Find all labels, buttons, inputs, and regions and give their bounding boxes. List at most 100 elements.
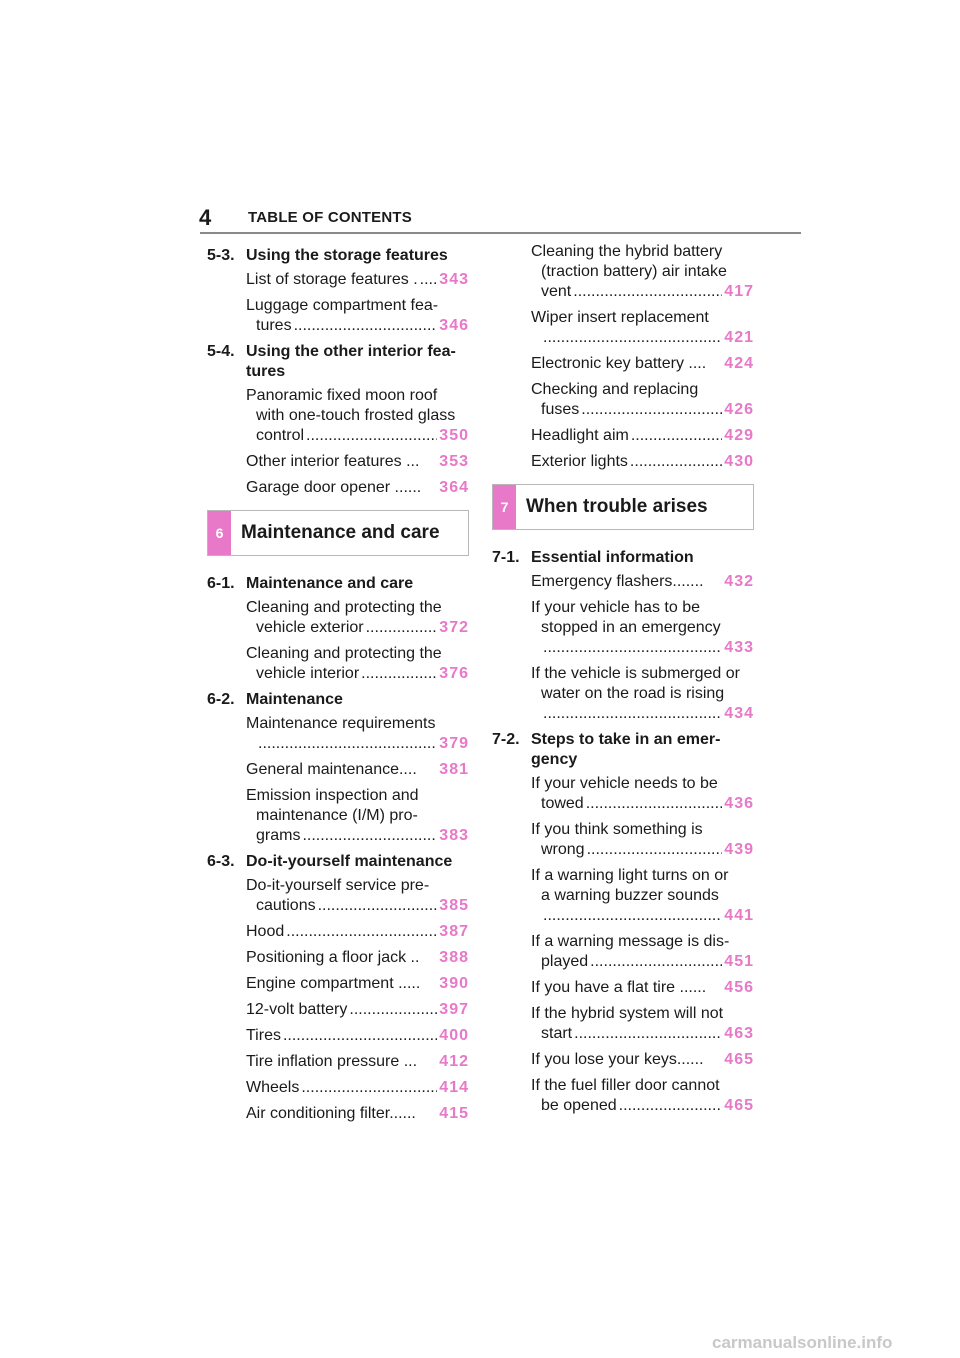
toc-entry[interactable]: Tires 400 [207, 1026, 469, 1046]
entry-label: towed [541, 795, 584, 812]
entry-line: Do-it-yourself service pre- [246, 877, 430, 894]
entry-label: 12-volt battery [246, 1001, 348, 1018]
toc-entry[interactable]: If your vehicle needs to be towed 436 [492, 774, 754, 814]
toc-entry[interactable]: Garage door opener ......364 [207, 478, 469, 498]
entry-line: If your vehicle has to be [531, 599, 700, 616]
entry-label: Electronic key battery .... [531, 355, 707, 372]
page-link[interactable]: 433 [724, 639, 754, 656]
page-link[interactable]: 424 [724, 355, 754, 372]
page-link[interactable]: 387 [439, 923, 469, 940]
page-link[interactable]: 353 [439, 453, 469, 470]
page-link[interactable]: 415 [439, 1105, 469, 1122]
page-link[interactable]: 451 [724, 953, 754, 970]
toc-entry[interactable]: Maintenance requirements 379 [207, 714, 469, 754]
page-link[interactable]: 441 [724, 907, 754, 924]
section-title-cont: tures [246, 363, 286, 380]
toc-entry[interactable]: Cleaning and protecting the vehicle exte… [207, 598, 469, 638]
page-link[interactable]: 417 [724, 283, 754, 300]
toc-entry[interactable]: Do-it-yourself service pre- cautions385 [207, 876, 469, 916]
entry-line: If your vehicle needs to be [531, 775, 718, 792]
entry-label: Tires [246, 1027, 281, 1044]
toc-entry[interactable]: Panoramic fixed moon roof with one-touch… [207, 386, 469, 446]
page-link[interactable]: 465 [724, 1097, 754, 1114]
page-link[interactable]: 383 [439, 827, 469, 844]
toc-entry[interactable]: If your vehicle has to be stopped in an … [492, 598, 754, 658]
section-title: Essential information [531, 549, 694, 566]
page-link[interactable]: 432 [724, 573, 754, 590]
page-link[interactable]: 426 [724, 401, 754, 418]
header-rule [200, 232, 801, 234]
toc-entry[interactable]: Emission inspection and maintenance (I/M… [207, 786, 469, 846]
page-link[interactable]: 364 [439, 479, 469, 496]
toc-entry[interactable]: Luggage compartment fea- tures346 [207, 296, 469, 336]
toc-entry[interactable]: Air conditioning filter......415 [207, 1104, 469, 1124]
toc-entry[interactable]: If a warning light turns on or a warning… [492, 866, 754, 926]
entry-line: If a warning light turns on or [531, 867, 729, 884]
chapter-6-box[interactable]: 6 Maintenance and care [207, 510, 469, 556]
page-link[interactable]: 412 [439, 1053, 469, 1070]
section-title: Using the other interior fea- [246, 343, 456, 360]
toc-entry[interactable]: Wiper insert replacement 421 [492, 308, 754, 348]
entry-line: Checking and replacing [531, 381, 699, 398]
page-link[interactable]: 350 [439, 427, 469, 444]
toc-entry[interactable]: Wheels 414 [207, 1078, 469, 1098]
page-link[interactable]: 414 [439, 1079, 469, 1096]
page-link[interactable]: 379 [439, 735, 469, 752]
toc-entry[interactable]: Engine compartment ..... 390 [207, 974, 469, 994]
toc-entry[interactable]: Checking and replacing fuses426 [492, 380, 754, 420]
page-link[interactable]: 376 [439, 665, 469, 682]
toc-entry[interactable]: Hood 387 [207, 922, 469, 942]
toc-entry[interactable]: Emergency flashers.......432 [492, 572, 754, 592]
page-link[interactable]: 456 [724, 979, 754, 996]
page-link[interactable]: 343 [439, 271, 469, 288]
chapter-title: Maintenance and care [241, 522, 440, 543]
toc-entry[interactable]: If you think something is wrong439 [492, 820, 754, 860]
page-link[interactable]: 429 [724, 427, 754, 444]
entry-label: General maintenance.... [246, 761, 417, 778]
toc-entry[interactable]: General maintenance.... 381 [207, 760, 469, 780]
toc-entry[interactable]: List of storage features .343 [207, 270, 469, 290]
toc-entry[interactable]: Cleaning and protecting the vehicle inte… [207, 644, 469, 684]
toc-entry[interactable]: If a warning message is dis- played451 [492, 932, 754, 972]
toc-entry[interactable]: Tire inflation pressure ...412 [207, 1052, 469, 1072]
section-number: 5-4. [207, 343, 235, 360]
entry-line: with one-touch frosted glass [256, 407, 456, 424]
page-link[interactable]: 465 [724, 1051, 754, 1068]
section-heading-6-2: 6-2. Maintenance [207, 690, 469, 710]
page-header-title: TABLE OF CONTENTS [248, 209, 412, 226]
toc-entry[interactable]: If the fuel filler door cannot be opened… [492, 1076, 754, 1116]
section-title: Steps to take in an emer- [531, 731, 721, 748]
page-link[interactable]: 381 [439, 761, 469, 778]
entry-label: Engine compartment ..... [246, 975, 421, 992]
entry-label: Hood [246, 923, 285, 940]
page-link[interactable]: 400 [439, 1027, 469, 1044]
toc-entry[interactable]: If the vehicle is submerged or water on … [492, 664, 754, 724]
entry-label: control [256, 427, 305, 444]
page-link[interactable]: 388 [439, 949, 469, 966]
section-heading-6-1: 6-1. Maintenance and care [207, 574, 469, 594]
entry-label: Wheels [246, 1079, 300, 1096]
toc-entry[interactable]: Headlight aim429 [492, 426, 754, 446]
toc-entry[interactable]: Cleaning the hybrid battery (traction ba… [492, 242, 754, 302]
toc-entry[interactable]: Positioning a floor jack ..388 [207, 948, 469, 968]
page-link[interactable]: 434 [724, 705, 754, 722]
page-link[interactable]: 390 [439, 975, 469, 992]
chapter-7-box[interactable]: 7 When trouble arises [492, 484, 754, 530]
page-link[interactable]: 439 [724, 841, 754, 858]
toc-entry[interactable]: If you have a flat tire ......456 [492, 978, 754, 998]
page-link[interactable]: 385 [439, 897, 469, 914]
toc-entry[interactable]: If the hybrid system will not start463 [492, 1004, 754, 1044]
page-link[interactable]: 463 [724, 1025, 754, 1042]
page-link[interactable]: 397 [439, 1001, 469, 1018]
entry-line: Wiper insert replacement [531, 309, 709, 326]
page-link[interactable]: 346 [439, 317, 469, 334]
page-link[interactable]: 421 [724, 329, 754, 346]
page-link[interactable]: 372 [439, 619, 469, 636]
toc-entry[interactable]: Exterior lights430 [492, 452, 754, 472]
toc-entry[interactable]: 12-volt battery 397 [207, 1000, 469, 1020]
toc-entry[interactable]: If you lose your keys......465 [492, 1050, 754, 1070]
page-link[interactable]: 430 [724, 453, 754, 470]
page-link[interactable]: 436 [724, 795, 754, 812]
toc-entry[interactable]: Electronic key battery .... 424 [492, 354, 754, 374]
toc-entry[interactable]: Other interior features ...353 [207, 452, 469, 472]
